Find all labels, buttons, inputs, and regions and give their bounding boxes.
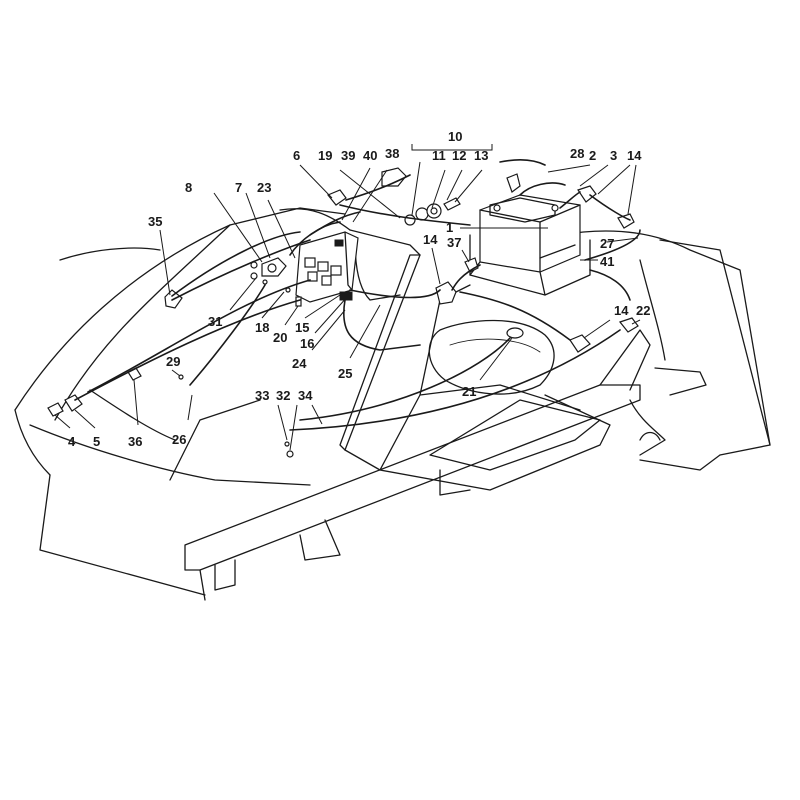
callout-4: 4 bbox=[68, 434, 76, 449]
control-board bbox=[295, 231, 359, 303]
callout-27: 27 bbox=[600, 236, 614, 251]
callout-6: 6 bbox=[293, 148, 300, 163]
callout-39: 39 bbox=[341, 148, 355, 163]
callout-28: 28 bbox=[570, 146, 584, 161]
callout-29: 29 bbox=[166, 354, 180, 369]
callout-20: 20 bbox=[273, 330, 287, 345]
leader-lines bbox=[54, 144, 641, 451]
callout-16: 16 bbox=[300, 336, 314, 351]
callout-5: 5 bbox=[93, 434, 100, 449]
battery-assembly bbox=[469, 194, 591, 296]
callout-15: 15 bbox=[295, 320, 309, 335]
callout-31: 31 bbox=[208, 314, 222, 329]
callout-32: 32 bbox=[276, 388, 290, 403]
callout-14-top: 14 bbox=[627, 148, 642, 163]
callout-33: 33 bbox=[255, 388, 269, 403]
callout-22: 22 bbox=[636, 303, 650, 318]
callout-18: 18 bbox=[255, 320, 269, 335]
callout-41: 41 bbox=[600, 254, 614, 269]
callout-labels: 1 2 3 4 5 6 7 8 10 11 12 13 14 14 14 15 … bbox=[68, 129, 650, 449]
callout-23: 23 bbox=[257, 180, 271, 195]
callout-26: 26 bbox=[172, 432, 186, 447]
callout-24: 24 bbox=[292, 356, 307, 371]
callout-12: 12 bbox=[452, 148, 466, 163]
callout-40: 40 bbox=[363, 148, 377, 163]
callout-35: 35 bbox=[148, 214, 162, 229]
callout-25: 25 bbox=[338, 366, 352, 381]
callout-11: 11 bbox=[432, 148, 446, 163]
callout-14-mid: 14 bbox=[423, 232, 438, 247]
components bbox=[47, 167, 639, 458]
callout-10: 10 bbox=[448, 129, 462, 144]
callout-8: 8 bbox=[185, 180, 192, 195]
callout-3: 3 bbox=[610, 148, 617, 163]
callout-2: 2 bbox=[589, 148, 596, 163]
callout-1: 1 bbox=[446, 220, 453, 235]
callout-37: 37 bbox=[447, 235, 461, 250]
callout-13: 13 bbox=[474, 148, 488, 163]
callout-36: 36 bbox=[128, 434, 142, 449]
callout-19: 19 bbox=[318, 148, 332, 163]
wiring-harnesses bbox=[74, 159, 641, 431]
callout-34: 34 bbox=[298, 388, 313, 403]
callout-7: 7 bbox=[235, 180, 242, 195]
callout-21: 21 bbox=[462, 384, 476, 399]
body-shell bbox=[14, 207, 771, 601]
callout-14-right: 14 bbox=[614, 303, 629, 318]
callout-38: 38 bbox=[385, 146, 399, 161]
